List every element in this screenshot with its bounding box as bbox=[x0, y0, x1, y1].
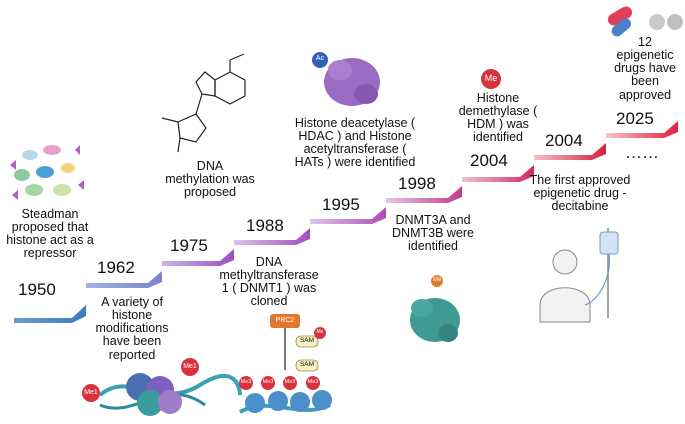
timeline-step-2004b bbox=[534, 143, 606, 160]
hdm-methyl-marker bbox=[481, 69, 501, 89]
year-label-1950: 1950 bbox=[18, 280, 56, 299]
year-label-2004b: 2004 bbox=[545, 131, 583, 150]
milestone-text-2004a: Histone demethylase ( HDM ) was identifi… bbox=[458, 91, 538, 145]
me3-label-2: Me3 bbox=[262, 379, 274, 385]
timeline-step-2025 bbox=[606, 121, 678, 138]
milestone-text-1975: DNA methylation was proposed bbox=[165, 159, 255, 200]
timeline-step-1998 bbox=[386, 186, 462, 203]
timeline-steps bbox=[14, 121, 678, 323]
nucleosome-illustration bbox=[82, 358, 242, 416]
prc2-methylation-scheme bbox=[239, 314, 332, 414]
sam-label-a: SAM bbox=[299, 337, 315, 344]
year-label-1995: 1995 bbox=[322, 195, 360, 214]
milestone-text-1962: A variety of histone modifications have … bbox=[95, 295, 169, 362]
me3-label-4: Me3 bbox=[307, 379, 319, 385]
me1-badge-label-b: Me1 bbox=[84, 389, 98, 396]
year-label-2025: 2025 bbox=[616, 109, 654, 128]
patient-infusion-illustration bbox=[539, 228, 619, 323]
milestone-text-2004b: The first approved epigenetic drug - dec… bbox=[529, 173, 631, 214]
year-label-2004a: 2004 bbox=[470, 151, 508, 170]
milestone-text-1950: Steadman proposed that histone act as a … bbox=[6, 207, 94, 261]
year-label-1998: 1998 bbox=[398, 174, 436, 193]
prc2-label: PRC2 bbox=[275, 317, 295, 324]
sam-label-b: SAM bbox=[299, 361, 315, 368]
histone-proteins-illustration bbox=[10, 145, 84, 200]
me-badge-label-hdm: Me bbox=[484, 73, 498, 83]
timeline-step-1950 bbox=[14, 305, 86, 323]
ac-badge-label: Ac bbox=[315, 55, 325, 62]
timeline-step-1962 bbox=[86, 271, 162, 288]
year-label-1962: 1962 bbox=[97, 258, 135, 277]
me3-label-1: Me3 bbox=[240, 379, 252, 385]
drug-capsules-illustration bbox=[607, 6, 683, 37]
me-badge-label-dnmt3: Me bbox=[432, 277, 442, 283]
milestone-text-1988: DNA methyltransferase 1 ( DNMT1 ) was cl… bbox=[219, 255, 319, 309]
milestone-text-1995: Histone deacetylase ( HDAC ) and Histone… bbox=[294, 116, 416, 170]
dnmt3-protein-illustration bbox=[410, 275, 460, 342]
me-badge-label-prc2: Me bbox=[316, 329, 324, 335]
me1-badge-label-a: Me1 bbox=[183, 363, 197, 370]
year-label-1975: 1975 bbox=[170, 236, 208, 255]
ellipsis-label: …… bbox=[625, 143, 659, 162]
timeline-step-2004a bbox=[462, 165, 534, 182]
methyl-cytidine-structure bbox=[161, 53, 246, 153]
me3-label-3: Me3 bbox=[284, 379, 296, 385]
timeline-step-1975 bbox=[162, 249, 234, 266]
timeline-step-1995 bbox=[310, 207, 386, 224]
hdac-protein-illustration bbox=[312, 52, 380, 106]
timeline-step-1988 bbox=[234, 228, 310, 245]
milestone-text-2025: 12 epigenetic drugs have been approved bbox=[614, 35, 676, 102]
milestone-text-1998: DNMT3A and DNMT3B were identified bbox=[392, 213, 474, 254]
year-label-1988: 1988 bbox=[246, 216, 284, 235]
